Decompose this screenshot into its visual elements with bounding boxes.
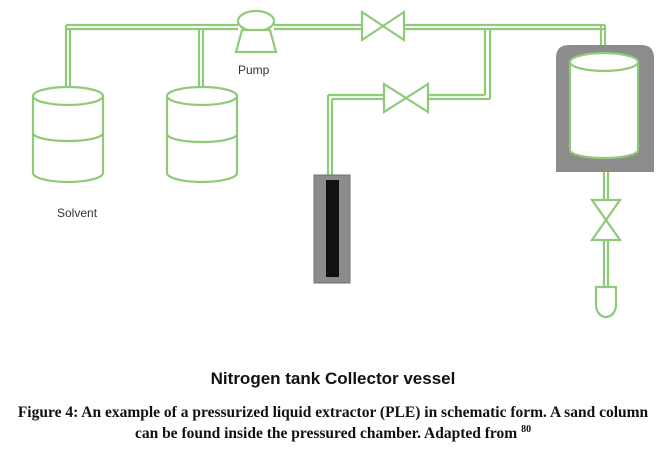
branch-pipe <box>326 29 492 175</box>
pump <box>234 9 278 54</box>
bottom-label: Nitrogen tank Collector vessel <box>210 369 456 388</box>
collector-vessel <box>568 51 640 160</box>
pressurized-chamber <box>556 45 654 172</box>
caption-text: Figure 4: An example of a pressurized li… <box>17 404 649 442</box>
pump-label: Pump <box>238 63 270 77</box>
caption-ref: 80 <box>521 423 532 435</box>
pipe-to-solvent-reservoir-1 <box>64 25 72 88</box>
pipe-to-solvent-reservoir-2 <box>197 29 205 88</box>
lower-valve <box>382 81 430 115</box>
solvent-reservoir-1 <box>31 85 105 184</box>
collection-tube <box>594 285 618 319</box>
figure-caption: Figure 4: An example of a pressurized li… <box>6 402 660 444</box>
solvent-label: Solvent <box>57 206 98 220</box>
ple-schematic: Pump Solvent <box>31 9 654 319</box>
solvent-reservoir-2 <box>165 85 239 184</box>
nitrogen-tank <box>313 174 351 284</box>
main-pipe <box>66 23 605 31</box>
outlet-valve <box>589 198 623 242</box>
sand-column <box>326 180 339 277</box>
outlet-pipe <box>602 172 610 287</box>
upper-valve <box>360 9 406 43</box>
